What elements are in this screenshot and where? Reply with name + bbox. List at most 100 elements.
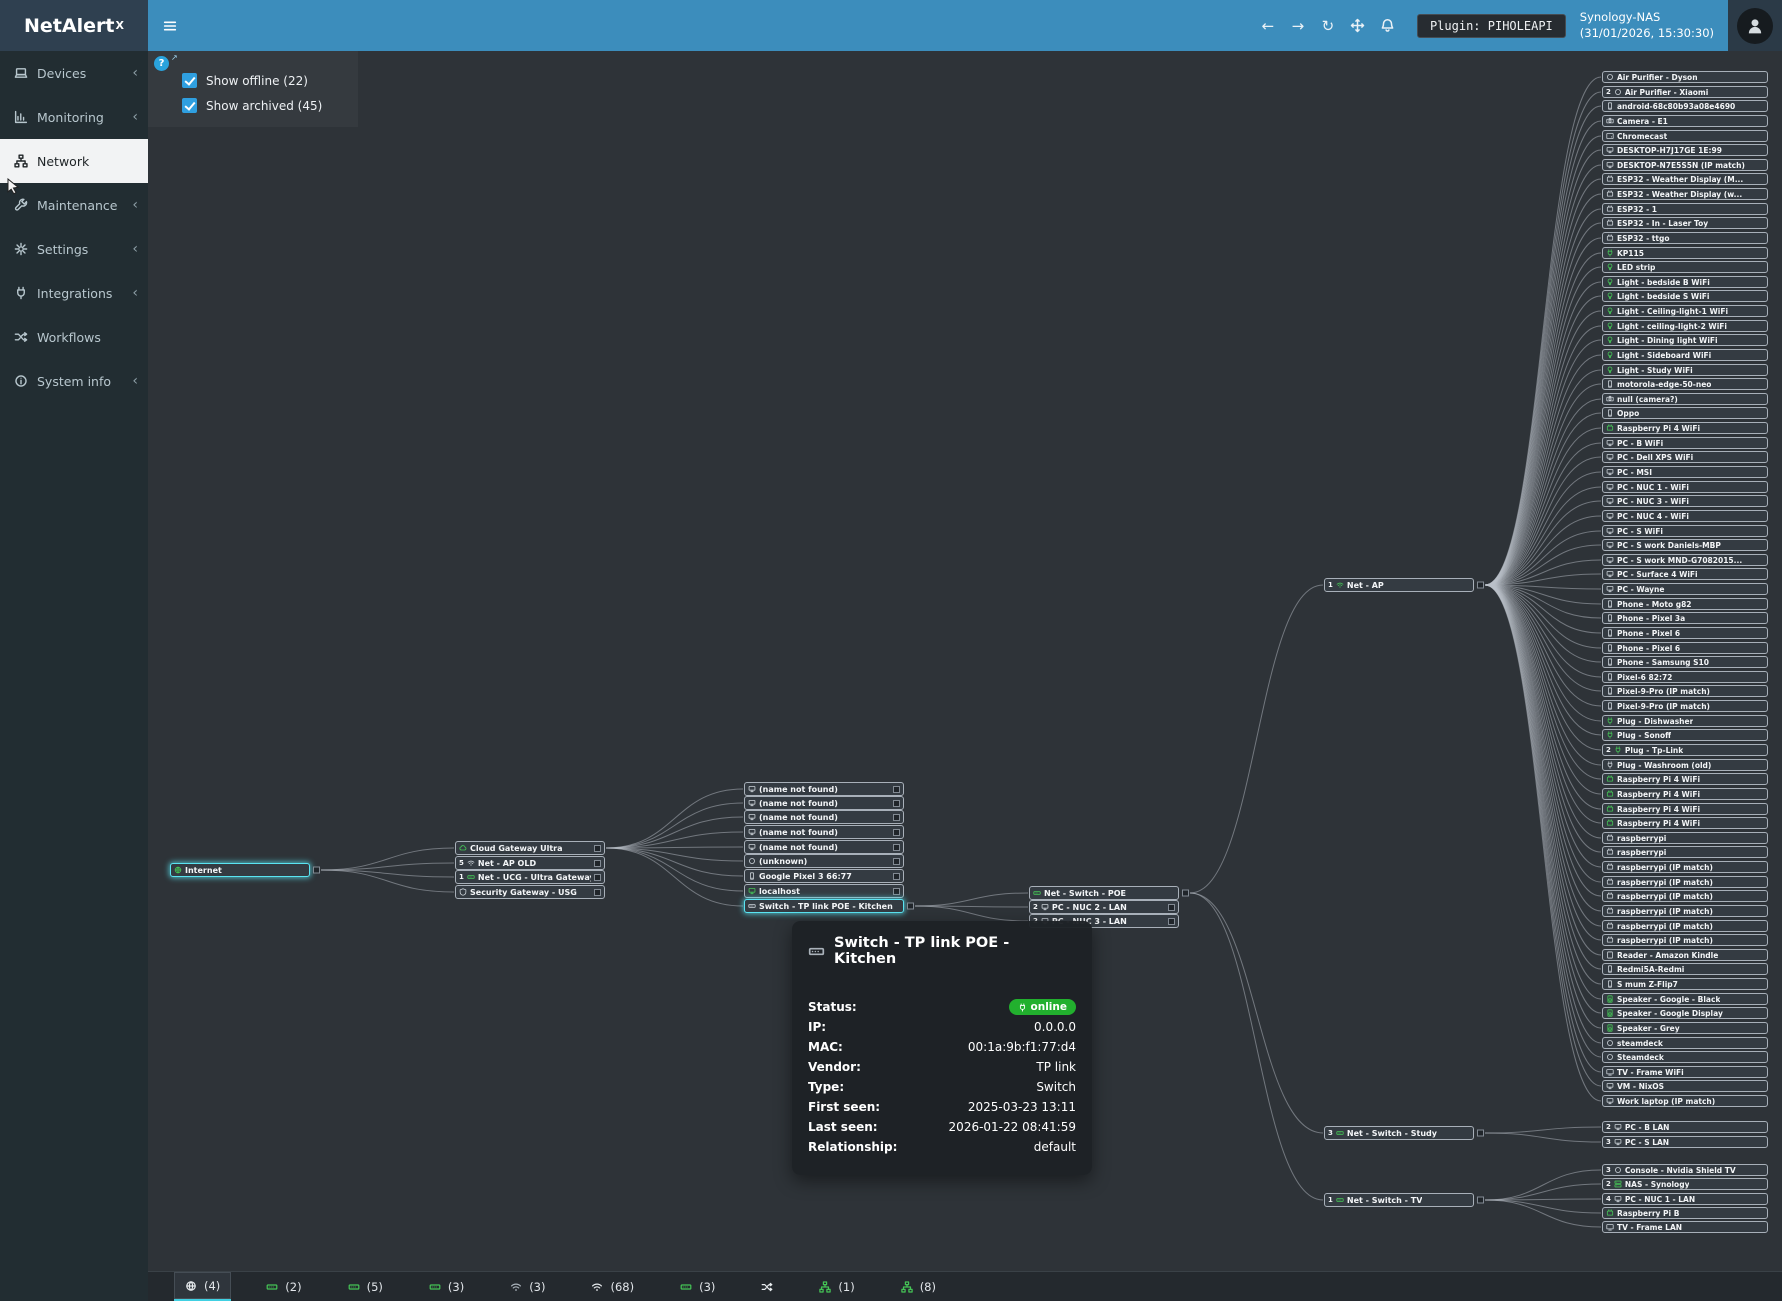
graph-node[interactable]: Google Pixel 3 66:77 [744,869,904,883]
graph-node[interactable]: PC - Wayne [1602,583,1768,595]
collapse-toggle[interactable] [893,785,900,793]
sidebar-item-settings[interactable]: Settings‹ [0,227,148,271]
view-tab-2[interactable]: (5) [337,1272,394,1301]
back-icon[interactable]: ← [1261,16,1275,35]
graph-node[interactable]: Raspberry Pi 4 WiFi [1602,817,1768,829]
collapse-toggle[interactable] [594,844,601,852]
graph-node[interactable]: Light - Dining light WiFi [1602,334,1768,346]
sidebar-item-devices[interactable]: Devices‹ [0,51,148,95]
graph-node[interactable]: Speaker - Google - Black [1602,993,1768,1005]
notifications-icon[interactable] [1373,0,1403,51]
view-tab-8[interactable]: (1) [808,1272,865,1301]
graph-node[interactable]: null (camera?) [1602,393,1768,405]
graph-node[interactable]: PC - NUC 4 - WiFi [1602,510,1768,522]
show-offline-checkbox[interactable]: Show offline (22) [182,73,308,88]
graph-node[interactable]: Switch - TP link POE - Kitchen [744,899,914,913]
collapse-toggle[interactable] [893,857,900,865]
graph-node[interactable]: ESP32 - In - Laser Toy [1602,217,1768,229]
graph-node[interactable]: raspberrypi (IP match) [1602,934,1768,946]
graph-node[interactable]: DESKTOP-H7J17GE 1E:99 [1602,144,1768,156]
sidebar-item-network[interactable]: Network [0,139,148,183]
graph-node[interactable]: Light - bedside S WiFi [1602,290,1768,302]
graph-node[interactable]: Net - Switch - POE [1029,886,1189,900]
graph-node[interactable]: Plug - Dishwasher [1602,715,1768,727]
graph-node[interactable]: Raspberry Pi 4 WiFi [1602,788,1768,800]
collapse-toggle[interactable] [1168,917,1175,925]
graph-node[interactable]: Phone - Moto g82 [1602,598,1768,610]
collapse-toggle[interactable] [1477,581,1484,589]
graph-node[interactable]: Light - ceiling-light-2 WiFi [1602,320,1768,332]
graph-node[interactable]: PC - S work MND-G7082015... [1602,554,1768,566]
collapse-toggle[interactable] [893,813,900,821]
graph-node[interactable]: android-68c80b93a08e4690 [1602,100,1768,112]
graph-node[interactable]: Light - Sideboard WiFi [1602,349,1768,361]
collapse-toggle[interactable] [1182,889,1189,897]
collapse-toggle[interactable] [893,887,900,895]
sidebar-item-maintenance[interactable]: Maintenance‹ [0,183,148,227]
graph-node[interactable]: S mum Z-Flip7 [1602,978,1768,990]
collapse-toggle[interactable] [893,843,900,851]
view-tab-4[interactable]: (3) [499,1272,556,1301]
graph-node[interactable]: Light - bedside B WiFi [1602,276,1768,288]
graph-node[interactable]: localhost [744,884,904,898]
graph-node[interactable]: Plug - Washroom (old) [1602,759,1768,771]
view-tab-9[interactable]: (8) [890,1272,947,1301]
graph-node[interactable]: Pixel-9-Pro (IP match) [1602,700,1768,712]
graph-node[interactable]: (name not found) [744,782,904,796]
sidebar-item-system-info[interactable]: System info‹ [0,359,148,403]
collapse-toggle[interactable] [893,872,900,880]
graph-node[interactable]: raspberrypi [1602,846,1768,858]
graph-node[interactable]: ESP32 - Weather Display (M... [1602,173,1768,185]
graph-node[interactable]: Raspberry Pi 4 WiFi [1602,773,1768,785]
view-tab-7[interactable] [750,1272,784,1301]
show-archived-checkbox[interactable]: Show archived (45) [182,98,322,113]
graph-node[interactable]: Cloud Gateway Ultra [455,841,605,855]
collapse-toggle[interactable] [907,902,914,910]
graph-node[interactable]: Internet [170,863,320,877]
graph-node[interactable]: Phone - Samsung S10 [1602,656,1768,668]
graph-node[interactable]: raspberrypi (IP match) [1602,876,1768,888]
graph-node[interactable]: steamdeck [1602,1037,1768,1049]
graph-node[interactable]: ESP32 - Weather Display (w... [1602,188,1768,200]
graph-node[interactable]: Phone - Pixel 3a [1602,612,1768,624]
graph-node[interactable]: Security Gateway - USG [455,885,605,899]
refresh-icon[interactable]: ↻ [1321,16,1335,35]
graph-node[interactable]: Light - Ceiling-light-1 WiFi [1602,305,1768,317]
graph-node[interactable]: TV - Frame LAN [1602,1221,1768,1233]
graph-node[interactable]: PC - B WiFi [1602,437,1768,449]
graph-node[interactable]: raspberrypi (IP match) [1602,920,1768,932]
graph-node[interactable]: ESP32 - 1 [1602,203,1768,215]
graph-node[interactable]: DESKTOP-N7E5S5N (IP match) [1602,159,1768,171]
graph-node[interactable]: (name not found) [744,810,904,824]
graph-node[interactable]: Redmi5A-Redmi [1602,963,1768,975]
graph-node[interactable]: Oppo [1602,407,1768,419]
collapse-toggle[interactable] [893,799,900,807]
graph-node[interactable]: Speaker - Grey [1602,1022,1768,1034]
graph-node[interactable]: PC - NUC 1 - WiFi [1602,481,1768,493]
graph-node[interactable]: PC - Dell XPS WiFi [1602,451,1768,463]
help-icon[interactable]: ? [154,56,169,71]
move-icon[interactable] [1343,0,1373,51]
sidebar-item-workflows[interactable]: Workflows [0,315,148,359]
graph-node[interactable]: Raspberry Pi 4 WiFi [1602,803,1768,815]
graph-node[interactable]: Phone - Pixel 6 [1602,642,1768,654]
sidebar-item-integrations[interactable]: Integrations‹ [0,271,148,315]
graph-node[interactable]: motorola-edge-50-neo [1602,378,1768,390]
sidebar-toggle-button[interactable] [148,0,192,51]
graph-node[interactable]: Pixel-9-Pro (IP match) [1602,685,1768,697]
graph-node[interactable]: Phone - Pixel 6 [1602,627,1768,639]
graph-node[interactable]: Light - Study WiFi [1602,364,1768,376]
graph-node[interactable]: (name not found) [744,840,904,854]
